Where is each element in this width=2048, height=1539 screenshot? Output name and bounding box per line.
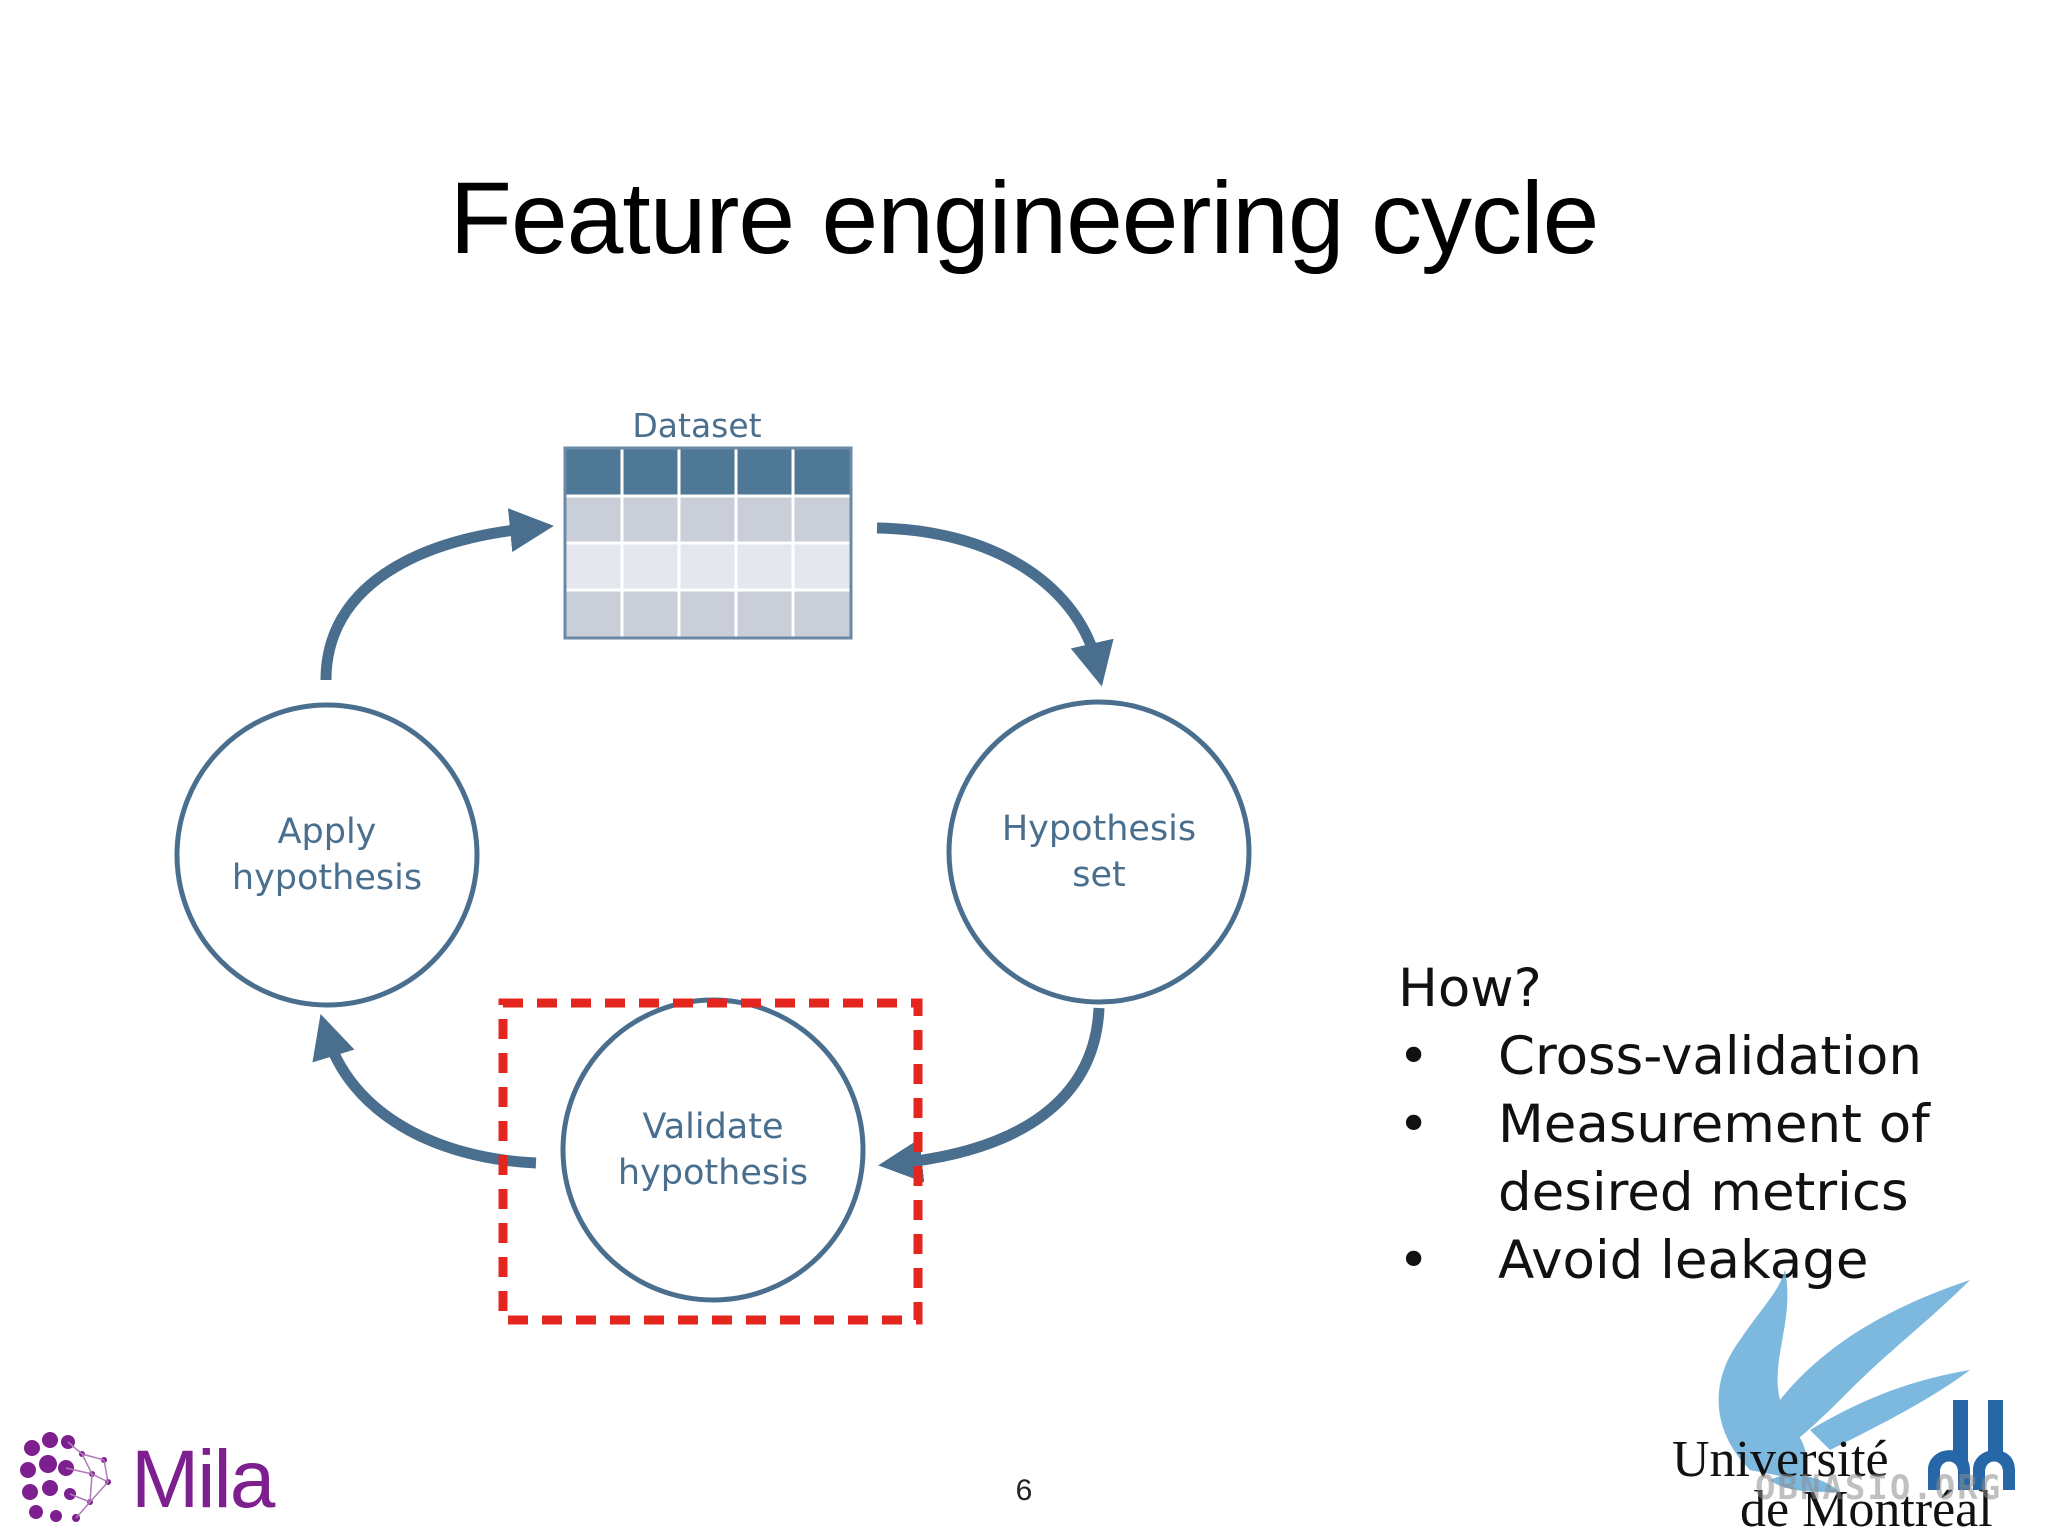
how-title: How? (1398, 958, 1542, 1019)
mila-logo: Mila (20, 1430, 275, 1530)
node-apply-hypothesis: Apply hypothesis (174, 702, 480, 1008)
dataset-row (565, 590, 851, 638)
udem-wordmark-line1: Université (1672, 1431, 1889, 1488)
bullet-text: Measurement of desired metrics (1498, 1094, 1930, 1223)
bullet-text: Avoid leakage (1498, 1230, 1869, 1291)
arrow-dataset-to-hypothesis-set (876, 522, 1114, 687)
watermark: OBNASIO.ORG (1755, 1468, 2003, 1508)
node-label: hypothesis (618, 1153, 808, 1193)
dataset-table (563, 446, 853, 640)
dataset-header-row (565, 448, 851, 496)
udem-logo: Université de Montréal (1670, 1230, 2048, 1538)
node-validate-hypothesis: Validate hypothesis (560, 997, 866, 1303)
node-label: Apply (278, 812, 377, 852)
list-item: • Avoid leakage (1398, 1227, 2038, 1295)
how-section: How? • Cross-validation • Measurement of… (1398, 955, 2038, 1295)
arrow-apply-to-dataset (320, 508, 554, 681)
list-item: • Measurement of desired metrics (1398, 1091, 2038, 1227)
mila-wordmark: Mila (131, 1434, 275, 1525)
validation-highlight-box (498, 998, 923, 1325)
page-number: 6 (1015, 1474, 1033, 1507)
arrow-validate-to-apply (312, 1013, 537, 1169)
udem-wordmark-line2: de Montréal (1740, 1481, 1993, 1538)
udem-bird-emblem-icon (1718, 1270, 2015, 1492)
dataset-row (565, 496, 851, 543)
dataset-row (565, 543, 851, 590)
list-item: • Cross-validation (1398, 1023, 2038, 1091)
arrow-hypothesis-set-to-validate (878, 1007, 1105, 1183)
node-label: set (1072, 855, 1126, 895)
slide-title: Feature engineering cycle (449, 161, 1600, 275)
dataset-label: Dataset (632, 406, 761, 445)
bullet-dot-icon: • (1398, 1094, 1430, 1155)
mila-network-icon (20, 1432, 111, 1522)
bullet-dot-icon: • (1398, 1230, 1430, 1291)
bullet-dot-icon: • (1398, 1026, 1430, 1087)
node-label: hypothesis (232, 858, 422, 898)
node-label: Validate (642, 1107, 783, 1147)
bullet-text: Cross-validation (1498, 1026, 1922, 1087)
node-hypothesis-set: Hypothesis set (946, 699, 1252, 1005)
how-bullet-list: • Cross-validation • Measurement of desi… (1398, 1023, 2038, 1295)
node-label: Hypothesis (1002, 809, 1196, 849)
